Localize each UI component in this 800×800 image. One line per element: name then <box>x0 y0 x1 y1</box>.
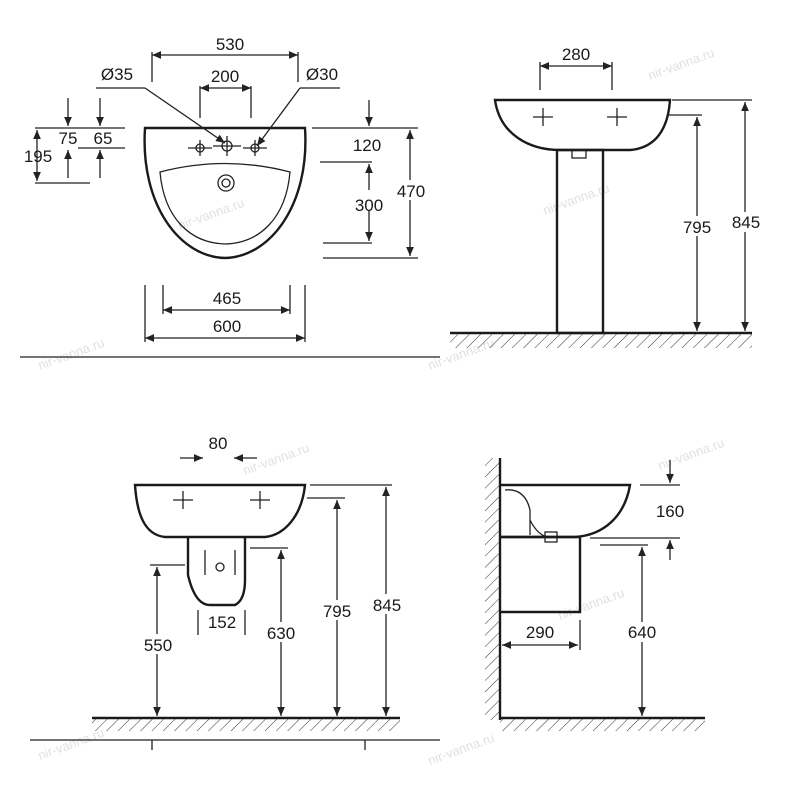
bowl-outline <box>159 162 291 245</box>
svg-text:65: 65 <box>94 129 113 148</box>
svg-text:300: 300 <box>355 196 383 215</box>
svg-text:152: 152 <box>208 613 236 632</box>
svg-text:470: 470 <box>397 182 425 201</box>
floor-hatch <box>92 719 400 731</box>
svg-text:160: 160 <box>656 502 684 521</box>
pedestal <box>555 148 605 335</box>
floor-hatch <box>450 334 752 348</box>
svg-text:200: 200 <box>211 67 239 86</box>
wall-hatch <box>485 458 500 720</box>
svg-text:640: 640 <box>628 623 656 642</box>
half-pedestal <box>186 537 247 607</box>
svg-text:nir-vanna.ru: nir-vanna.ru <box>646 45 716 83</box>
svg-text:120: 120 <box>353 136 381 155</box>
svg-text:600: 600 <box>213 317 241 336</box>
svg-text:nir-vanna.ru: nir-vanna.ru <box>656 435 726 473</box>
svg-text:795: 795 <box>683 218 711 237</box>
half-pedestal <box>500 535 582 614</box>
basin-outline <box>143 126 307 260</box>
half-pedestal-front-view: 80 152 550 630 795 845 <box>92 434 408 731</box>
svg-text:Ø30: Ø30 <box>306 65 338 84</box>
basin-outline <box>493 98 672 152</box>
siphon-outlet-icon <box>215 562 225 572</box>
svg-text:630: 630 <box>267 624 295 643</box>
half-pedestal-side-view: 160 290 640 <box>485 458 705 731</box>
pedestal-front-view: 280 795 845 <box>450 45 767 348</box>
svg-text:Ø35: Ø35 <box>101 65 133 84</box>
svg-text:75: 75 <box>59 129 78 148</box>
svg-text:795: 795 <box>323 602 351 621</box>
svg-text:195: 195 <box>24 147 52 166</box>
svg-text:nir-vanna.ru: nir-vanna.ru <box>556 585 626 623</box>
svg-text:290: 290 <box>526 623 554 642</box>
svg-text:465: 465 <box>213 289 241 308</box>
svg-text:nir-vanna.ru: nir-vanna.ru <box>176 195 246 233</box>
tap-hole-icons <box>188 136 267 156</box>
svg-text:280: 280 <box>562 45 590 64</box>
svg-text:nir-vanna.ru: nir-vanna.ru <box>36 335 106 373</box>
svg-text:nir-vanna.ru: nir-vanna.ru <box>241 440 311 478</box>
drain-icon <box>217 174 235 192</box>
svg-text:nir-vanna.ru: nir-vanna.ru <box>541 180 611 218</box>
svg-text:80: 80 <box>209 434 228 453</box>
floor-hatch <box>500 719 705 731</box>
basin-top-view: 530 200 Ø35 Ø30 75 65 195 120 300 470 <box>24 35 432 342</box>
basin-outline <box>133 483 307 539</box>
svg-text:550: 550 <box>144 636 172 655</box>
svg-text:nir-vanna.ru: nir-vanna.ru <box>426 730 496 768</box>
svg-text:530: 530 <box>216 35 244 54</box>
svg-text:845: 845 <box>732 213 760 232</box>
svg-text:845: 845 <box>373 596 401 615</box>
